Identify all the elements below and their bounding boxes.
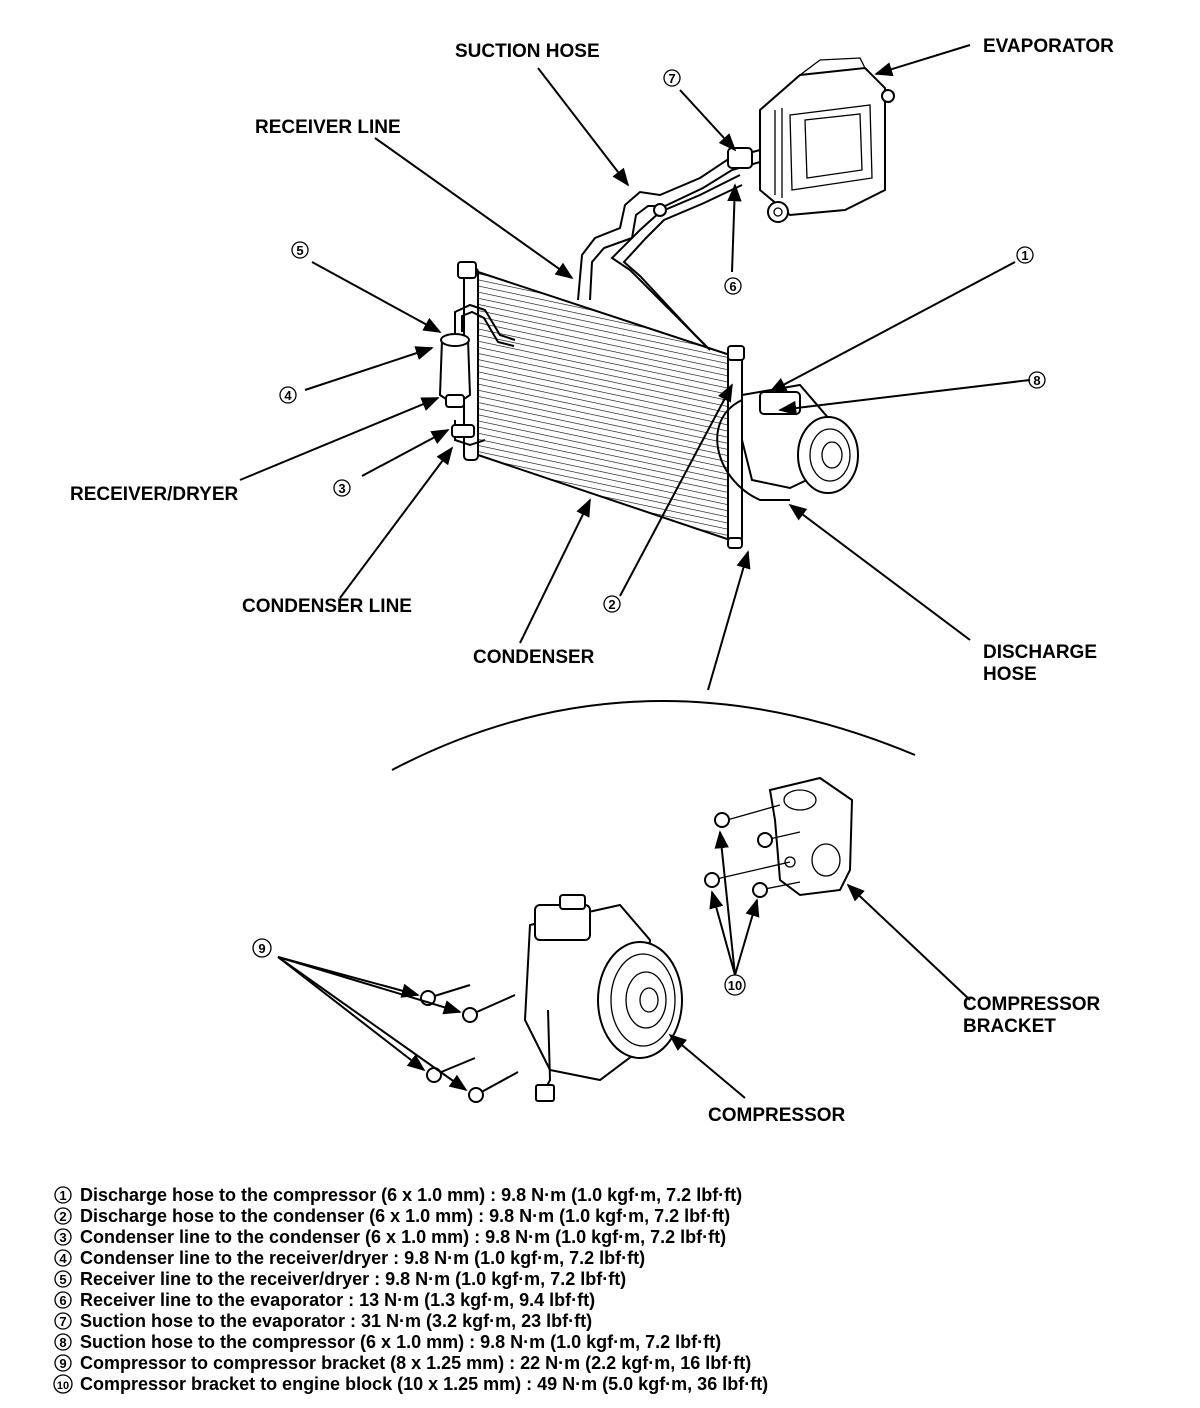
svg-text:9: 9: [59, 1356, 66, 1371]
svg-text:2: 2: [59, 1209, 66, 1224]
compressor-bolts: [420, 984, 519, 1103]
label-condenser-line: CONDENSER LINE: [242, 596, 412, 617]
callout-4: 4: [279, 386, 297, 404]
callout-5: 5: [291, 241, 309, 259]
svg-text:3: 3: [338, 481, 345, 496]
callout-10: 10: [724, 974, 746, 996]
svg-text:6: 6: [59, 1293, 66, 1308]
label-compressor-bracket-line1: COMPRESSOR: [963, 994, 1101, 1015]
svg-text:Receiver line to the receiver/: Receiver line to the receiver/dryer : 9.…: [80, 1269, 626, 1289]
svg-text:Discharge hose to the compress: Discharge hose to the compressor (6 x 1.…: [80, 1185, 742, 1205]
detail-arrow: [707, 550, 751, 691]
condenser: [457, 261, 745, 549]
svg-text:6: 6: [729, 279, 736, 294]
svg-text:Receiver line to the evaporato: Receiver line to the evaporator : 13 N·m…: [80, 1290, 595, 1310]
compressor-bracket: [711, 776, 854, 897]
svg-text:Compressor to compressor brack: Compressor to compressor bracket (8 x 1.…: [80, 1353, 751, 1373]
callout-2: 2: [603, 595, 621, 613]
label-evaporator: EVAPORATOR: [983, 36, 1114, 57]
svg-text:Condenser line to the condense: Condenser line to the condenser (6 x 1.0…: [80, 1227, 726, 1247]
svg-text:4: 4: [284, 388, 292, 403]
label-compressor: COMPRESSOR: [708, 1105, 846, 1126]
svg-text:10: 10: [728, 978, 742, 993]
note-7: 7 Suction hose to the evaporator : 31 N·m…: [54, 1311, 592, 1331]
note-3: 3 Condenser line to the condenser (6 x 1.…: [54, 1227, 726, 1247]
svg-text:5: 5: [59, 1272, 66, 1287]
callout-1: 1: [1016, 246, 1034, 264]
callout-8: 8: [1028, 371, 1046, 389]
note-10: 10 Compressor bracket to engine block (10…: [53, 1374, 768, 1394]
svg-text:4: 4: [59, 1251, 67, 1266]
label-condenser: CONDENSER: [473, 647, 595, 668]
receiver-dryer: [438, 303, 516, 447]
svg-text:7: 7: [59, 1314, 66, 1329]
callout-6: 6: [724, 277, 742, 295]
label-suction-hose: SUCTION HOSE: [455, 41, 600, 62]
note-4: 4 Condenser line to the receiver/dryer : …: [54, 1248, 645, 1268]
svg-text:8: 8: [1033, 373, 1040, 388]
svg-text:8: 8: [59, 1335, 66, 1350]
label-receiver-line: RECEIVER LINE: [255, 117, 401, 138]
svg-text:3: 3: [59, 1230, 66, 1245]
label-compressor-bracket-line2: BRACKET: [963, 1016, 1056, 1037]
svg-text:7: 7: [668, 71, 675, 86]
svg-text:2: 2: [608, 597, 615, 612]
note-1: 1 Discharge hose to the compressor (6 x 1…: [54, 1185, 742, 1205]
svg-text:Suction hose to the evaporator: Suction hose to the evaporator : 31 N·m …: [80, 1311, 592, 1331]
svg-text:9: 9: [258, 941, 265, 956]
svg-text:1: 1: [59, 1188, 66, 1203]
note-8: 8 Suction hose to the compressor (6 x 1.0…: [54, 1332, 721, 1352]
note-9: 9 Compressor to compressor bracket (8 x 1…: [54, 1353, 751, 1373]
note-6: 6 Receiver line to the evaporator : 13 N·…: [54, 1290, 595, 1310]
callout-3: 3: [333, 479, 351, 497]
detail-arc: [391, 700, 916, 771]
bracket-bolts: [704, 812, 773, 898]
receiver-line: [610, 174, 743, 351]
svg-text:Compressor bracket to engine b: Compressor bracket to engine block (10 x…: [80, 1374, 768, 1394]
suction-hose: [577, 147, 761, 301]
svg-text:Suction hose to the compressor: Suction hose to the compressor (6 x 1.0 …: [80, 1332, 721, 1352]
svg-text:Condenser line to the receiver: Condenser line to the receiver/dryer : 9…: [80, 1248, 645, 1268]
note-5: 5 Receiver line to the receiver/dryer : 9…: [54, 1269, 626, 1289]
svg-text:1: 1: [1021, 248, 1028, 263]
note-2: 2 Discharge hose to the condenser (6 x 1.…: [54, 1206, 730, 1226]
label-discharge-hose-line2: HOSE: [983, 664, 1037, 685]
callout-7: 7: [663, 69, 681, 87]
label-receiver-dryer: RECEIVER/DRYER: [70, 484, 238, 505]
svg-text:5: 5: [296, 243, 303, 258]
callout-9: 9: [252, 938, 272, 958]
torque-notes: 1 Discharge hose to the compressor (6 x 1…: [53, 1185, 768, 1394]
leader-lines: [239, 44, 1031, 1099]
evaporator: [759, 57, 895, 223]
compressor: [523, 894, 683, 1102]
label-discharge-hose-line1: DISCHARGE: [983, 642, 1097, 663]
svg-text:Discharge hose to the condense: Discharge hose to the condenser (6 x 1.0…: [80, 1206, 730, 1226]
svg-text:10: 10: [57, 1380, 69, 1392]
